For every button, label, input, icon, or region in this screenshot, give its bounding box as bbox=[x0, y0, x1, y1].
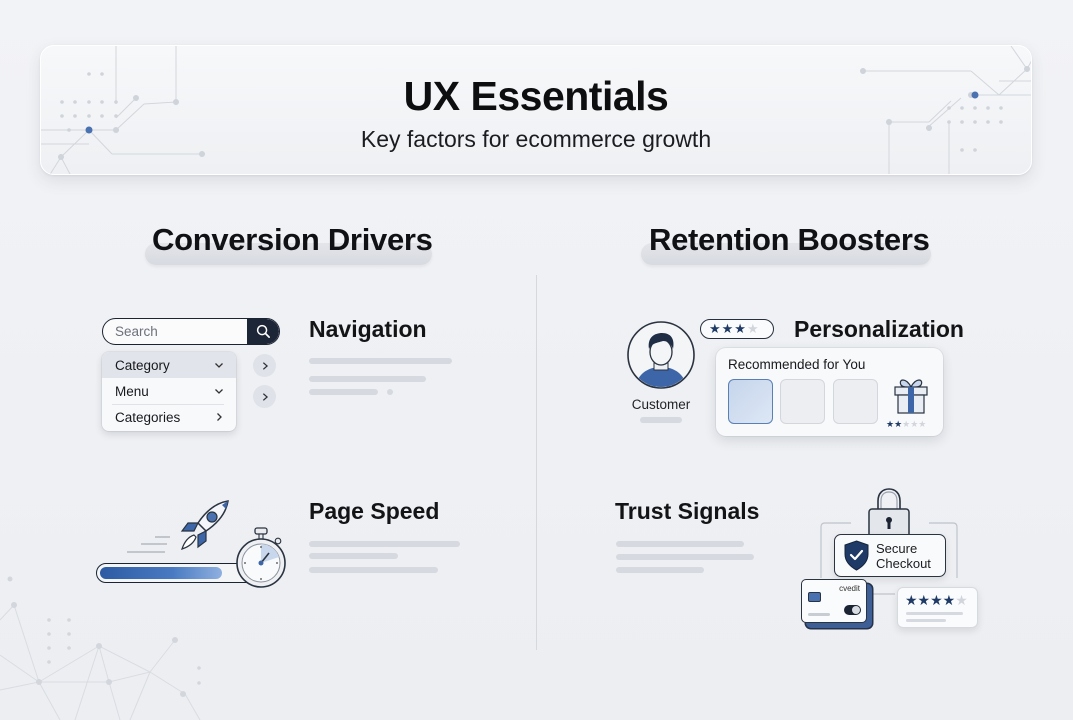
text-placeholder-line bbox=[616, 541, 744, 547]
gift-icon bbox=[894, 379, 928, 414]
rocket-icon bbox=[180, 500, 229, 550]
text-placeholder-line bbox=[616, 567, 704, 573]
chevron-right-icon bbox=[262, 392, 268, 401]
review-line bbox=[906, 612, 963, 615]
card-toggle[interactable] bbox=[844, 605, 861, 615]
menu-item-categories[interactable]: Categories bbox=[102, 404, 236, 430]
feature-title-personalization: Personalization bbox=[794, 316, 964, 342]
section-title-underline-left bbox=[145, 243, 432, 265]
customer-label: Customer bbox=[631, 397, 691, 412]
chevron-right-icon bbox=[217, 413, 222, 421]
chevron-right-icon bbox=[262, 361, 268, 370]
feature-title-trust-signals: Trust Signals bbox=[615, 498, 760, 524]
menu-item-category[interactable]: Category bbox=[102, 352, 236, 378]
card-chip-icon bbox=[808, 592, 821, 602]
stopwatch-icon bbox=[236, 527, 286, 588]
review-rating-stars: ★★★★★ bbox=[905, 592, 968, 608]
recommendations-card: Recommended for You ★★★★★ bbox=[716, 348, 943, 436]
page-load-progress-bar bbox=[96, 563, 256, 583]
section-title-retention-boosters: Retention Boosters bbox=[649, 222, 930, 257]
next-button-2[interactable] bbox=[253, 385, 276, 408]
shield-check-icon bbox=[844, 540, 869, 571]
card-line bbox=[808, 613, 830, 616]
review-card: ★★★★★ bbox=[897, 587, 978, 628]
section-title-conversion-drivers: Conversion Drivers bbox=[152, 222, 433, 257]
text-placeholder-line bbox=[309, 553, 398, 559]
credit-card-label: cvedit bbox=[839, 584, 860, 593]
recommendations-title: Recommended for You bbox=[728, 357, 866, 372]
text-placeholder-line bbox=[309, 376, 426, 382]
chevron-down-icon bbox=[215, 389, 223, 394]
secure-checkout-badge: Secure Checkout bbox=[834, 534, 946, 577]
credit-card: cvedit bbox=[801, 579, 867, 623]
text-placeholder-dot bbox=[387, 389, 393, 395]
padlock-icon bbox=[868, 488, 910, 538]
next-button-1[interactable] bbox=[253, 354, 276, 377]
star-icon: ★★★ bbox=[709, 321, 747, 336]
text-placeholder-line bbox=[640, 417, 682, 423]
page-subtitle: Key factors for ecommerce growth bbox=[360, 126, 712, 152]
text-placeholder-line bbox=[309, 389, 378, 395]
search-icon bbox=[256, 324, 270, 338]
feature-title-page-speed: Page Speed bbox=[309, 498, 440, 524]
menu-separator bbox=[112, 404, 224, 405]
header-card: UX Essentials Key factors for ecommerce … bbox=[40, 45, 1032, 175]
column-divider bbox=[536, 275, 537, 650]
feature-title-navigation: Navigation bbox=[309, 316, 427, 342]
progress-fill bbox=[100, 566, 222, 579]
rating-bubble: ★★★★ bbox=[700, 319, 774, 339]
customer-avatar bbox=[627, 321, 695, 389]
gift-rating-stars: ★★★★★ bbox=[886, 419, 927, 429]
secure-checkout-line2: Checkout bbox=[876, 556, 931, 571]
recommended-product-tile[interactable] bbox=[728, 379, 773, 424]
search-input[interactable]: Search bbox=[102, 318, 280, 345]
search-button[interactable] bbox=[247, 319, 279, 344]
text-placeholder-line bbox=[309, 541, 460, 547]
menu-item-menu[interactable]: Menu bbox=[102, 378, 236, 404]
recommended-product-tile[interactable] bbox=[780, 379, 825, 424]
text-placeholder-line bbox=[616, 554, 754, 560]
search-placeholder: Search bbox=[115, 324, 158, 339]
text-placeholder-line bbox=[309, 567, 438, 573]
section-title-underline-right bbox=[641, 243, 931, 265]
secure-checkout-line1: Secure bbox=[876, 541, 918, 556]
review-line bbox=[906, 619, 946, 622]
category-menu: Category Menu Categories bbox=[102, 352, 236, 431]
speed-lines-icon bbox=[127, 536, 170, 553]
circuit-decoration-bottom-left bbox=[0, 576, 201, 720]
star-icon: ★ bbox=[746, 321, 760, 336]
text-placeholder-line bbox=[309, 358, 452, 364]
page-title: UX Essentials bbox=[403, 73, 669, 119]
recommended-product-tile[interactable] bbox=[833, 379, 878, 424]
chevron-down-icon bbox=[215, 363, 223, 368]
